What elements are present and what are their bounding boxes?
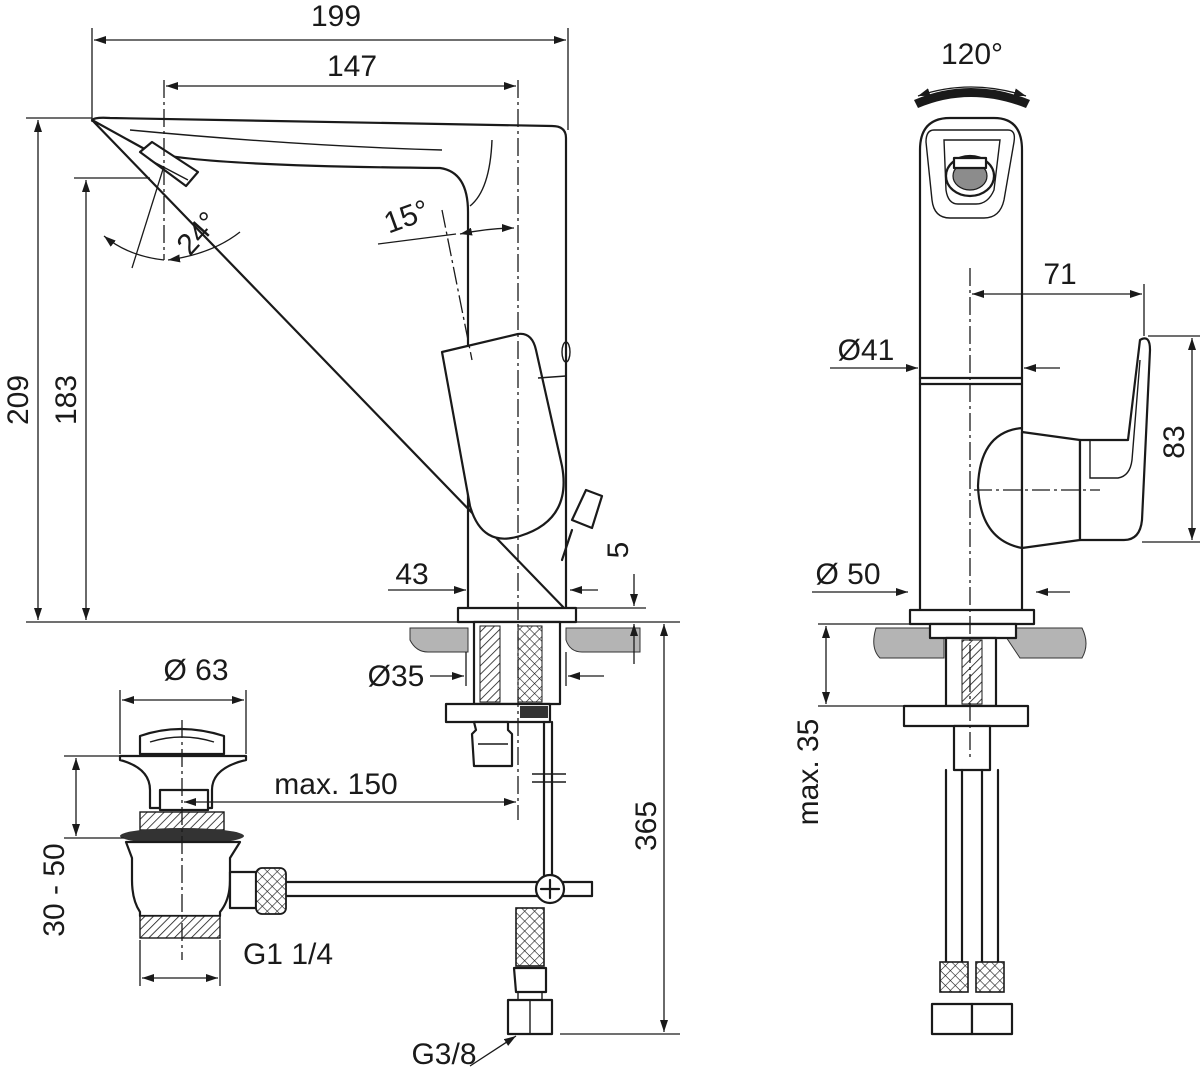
label-120deg: 120°: [941, 38, 1003, 71]
label-5: 5: [602, 542, 635, 559]
label-max35: max. 35: [792, 719, 825, 826]
countertop-left: [409, 627, 469, 653]
tail-thread: [479, 625, 501, 703]
label-183: 183: [50, 375, 83, 425]
label-g114: G1 1/4: [243, 938, 333, 971]
label-150: max. 150: [274, 768, 397, 801]
handle-joint: [537, 375, 567, 379]
aerator: [138, 140, 200, 188]
label-50: Ø 50: [815, 558, 880, 591]
mounting-clip: [520, 706, 548, 718]
countertop-front-right: [999, 627, 1087, 659]
dim-arc-120: [917, 86, 1027, 97]
waste-cap: [138, 727, 226, 756]
waste-body: [124, 840, 242, 918]
label-41: Ø41: [838, 334, 895, 367]
front-connector-left: [930, 1002, 974, 1036]
label-30-50: 30 - 50: [38, 843, 71, 936]
popup-rod: [570, 488, 604, 530]
label-209: 209: [2, 375, 35, 425]
side-base-plate: [456, 606, 578, 624]
front-connector-right: [970, 1002, 1014, 1036]
label-35: Ø35: [368, 660, 425, 693]
supply-hose: [515, 907, 545, 967]
hose-nut: [512, 966, 548, 994]
side-handle: [440, 332, 565, 540]
side-view: [26, 28, 680, 1067]
tilt-line: [441, 209, 473, 361]
spout-inner-line: [129, 129, 493, 207]
label-83: 83: [1158, 425, 1191, 458]
popup-rod-stem: [560, 528, 574, 562]
label-43: 43: [395, 558, 428, 591]
arc-24-left: [103, 235, 165, 261]
countertop-right: [565, 627, 641, 653]
handle-boss: [976, 426, 1024, 550]
label-24deg: 24°: [170, 206, 225, 262]
waste-thread-lower: [139, 915, 221, 939]
leader-g38: [469, 1035, 517, 1067]
arc-24-right: [167, 231, 241, 263]
front-body: [918, 116, 1024, 612]
front-base-plate: [908, 608, 1036, 626]
aerator-line: [149, 159, 189, 181]
front-mount-nut: [902, 704, 1030, 728]
arc-15: [459, 224, 515, 236]
handle-pivot: [561, 341, 571, 363]
countertop-front-left: [873, 627, 945, 659]
label-365: 365: [630, 801, 663, 851]
label-71: 71: [1043, 258, 1076, 291]
front-view: [812, 86, 1200, 1036]
label-147: 147: [327, 50, 377, 83]
label-g38: G3/8: [411, 1038, 476, 1071]
spout-top: [925, 129, 1016, 219]
waste-flange: [118, 754, 248, 810]
label-15deg: 15°: [380, 194, 434, 241]
label-199: 199: [311, 0, 361, 33]
waste-connector: [255, 867, 287, 915]
tail-hose: [517, 625, 543, 703]
label-63: Ø 63: [163, 654, 228, 687]
